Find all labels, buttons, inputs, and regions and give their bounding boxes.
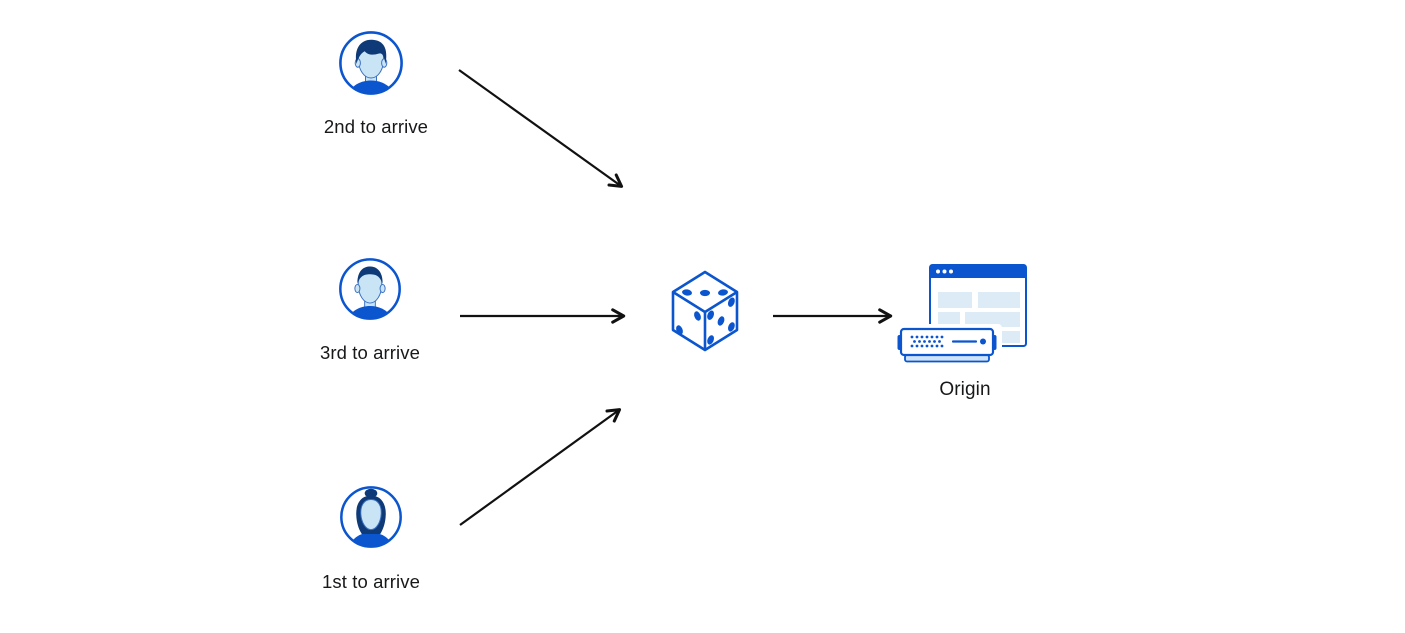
male-user-avatar-icon bbox=[339, 31, 403, 95]
node-label-user-second: 2nd to arrive bbox=[323, 116, 429, 137]
node-user-third bbox=[338, 257, 402, 321]
dice-icon bbox=[671, 270, 739, 352]
node-origin bbox=[896, 263, 1029, 366]
node-user-first bbox=[339, 485, 403, 549]
female-user-avatar-icon bbox=[340, 486, 402, 548]
origin-server-browser-icon bbox=[896, 264, 1027, 365]
node-user-second bbox=[338, 30, 404, 96]
node-label-user-third: 3rd to arrive bbox=[319, 342, 420, 363]
edge-user-second-to-dice bbox=[458, 69, 624, 188]
node-label-origin: Origin bbox=[939, 379, 991, 400]
node-dice bbox=[667, 269, 743, 353]
node-label-user-first: 1st to arrive bbox=[322, 571, 420, 592]
server-icon bbox=[897, 327, 997, 363]
male-user-avatar-icon bbox=[339, 258, 401, 320]
edge-user-first-to-dice bbox=[459, 408, 622, 526]
